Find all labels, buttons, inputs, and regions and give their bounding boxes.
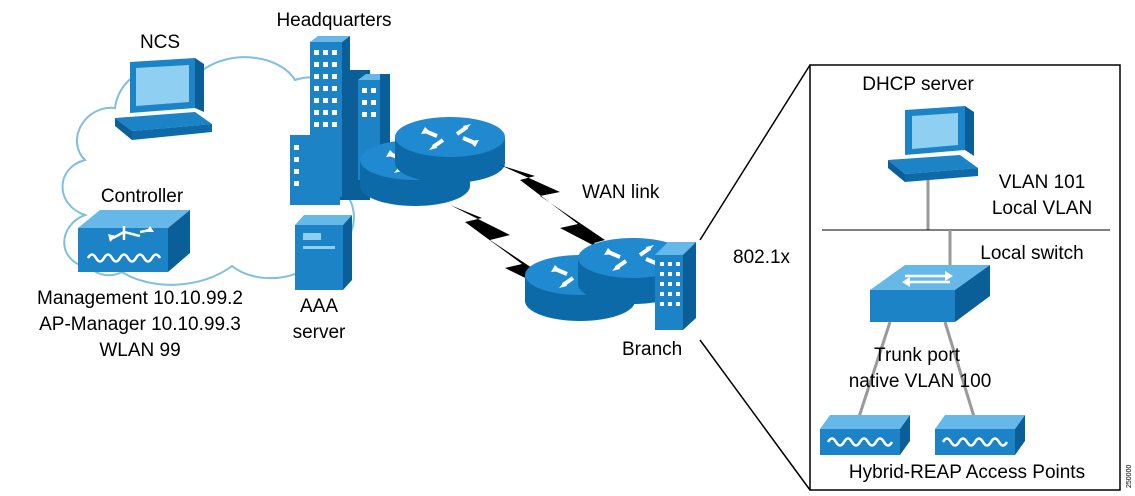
trunk-line-right bbox=[943, 321, 977, 421]
local-switch-label: Local switch bbox=[980, 243, 1084, 264]
access-point-icon bbox=[933, 413, 1027, 457]
controller-icon bbox=[78, 210, 190, 272]
headquarters-label: Headquarters bbox=[276, 10, 391, 31]
access-points-label: Hybrid-REAP Access Points bbox=[849, 462, 1085, 483]
dot1x-label: 802.1x bbox=[733, 247, 791, 268]
callout-line-top bbox=[699, 64, 811, 241]
management-address: Management 10.10.99.2 bbox=[37, 288, 243, 309]
server-icon bbox=[295, 215, 352, 290]
figure-id: 250000 bbox=[1126, 465, 1133, 488]
callout-line-bottom bbox=[699, 339, 811, 491]
controller-label: Controller bbox=[101, 186, 184, 207]
ncs-label: NCS bbox=[140, 32, 180, 53]
native-vlan-label: native VLAN 100 bbox=[849, 371, 992, 392]
server-icon bbox=[888, 106, 978, 182]
trunk-line-left bbox=[856, 321, 892, 421]
wlan-label: WLAN 99 bbox=[99, 340, 180, 361]
network-cloud bbox=[61, 56, 355, 286]
trunk-port-label: Trunk port bbox=[874, 345, 961, 366]
ap-manager-address: AP-Manager 10.10.99.3 bbox=[39, 314, 241, 335]
branch-label: Branch bbox=[622, 339, 682, 360]
aaa-label-line2: server bbox=[293, 322, 346, 343]
local-vlan-label: Local VLAN bbox=[992, 198, 1092, 219]
laptop-icon bbox=[115, 58, 212, 140]
switch-icon bbox=[870, 265, 990, 322]
aaa-label-line1: AAA bbox=[300, 296, 338, 317]
access-point-icon bbox=[818, 413, 912, 457]
building-icon bbox=[655, 242, 696, 330]
dhcp-server-label: DHCP server bbox=[862, 74, 974, 95]
vlan101-label: VLAN 101 bbox=[999, 172, 1086, 193]
wan-link-label: WAN link bbox=[582, 182, 660, 203]
